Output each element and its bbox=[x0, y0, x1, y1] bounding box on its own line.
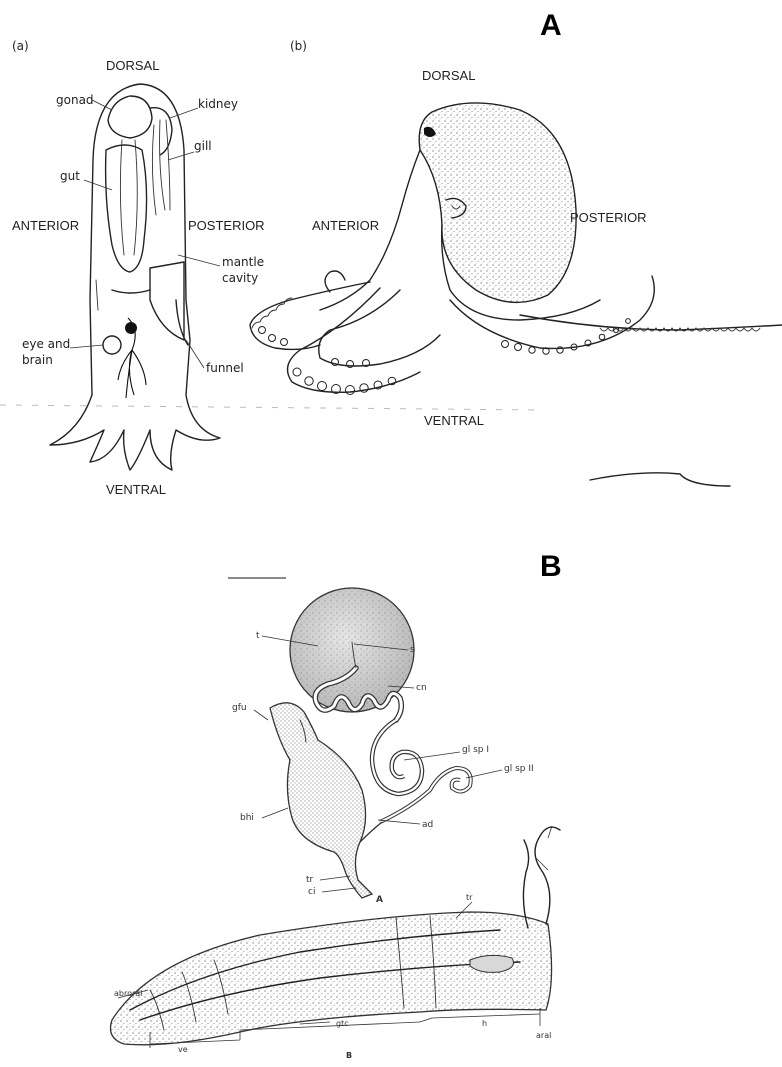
label-ci: ci bbox=[308, 887, 315, 897]
larva-diagram: abroral ve tr gtc h aral B bbox=[111, 826, 561, 1060]
gonad-shape bbox=[108, 96, 152, 138]
label-ad: ad bbox=[422, 820, 433, 830]
octopus-suckers bbox=[259, 319, 631, 395]
label-cn: cn bbox=[416, 683, 427, 693]
octopus-arm-3 bbox=[319, 290, 440, 366]
label-bhi: bhi bbox=[240, 813, 254, 823]
embryo-body bbox=[270, 703, 372, 898]
panel-b: B bbox=[111, 550, 562, 1060]
diagram-b-tag: (b) bbox=[290, 39, 307, 53]
label-anterior-left: ANTERIOR bbox=[12, 218, 79, 233]
panel-letter-a: A bbox=[540, 9, 562, 42]
label-s: s bbox=[410, 645, 415, 655]
label-eye-and: eye and bbox=[22, 337, 70, 351]
label-anterior-right: ANTERIOR bbox=[312, 218, 379, 233]
label-gtc: gtc bbox=[336, 1019, 349, 1028]
label-dorsal-right: DORSAL bbox=[422, 68, 475, 83]
octopus-mantle bbox=[419, 103, 576, 302]
diagram-a-tag: (a) bbox=[12, 39, 29, 53]
stray-stroke bbox=[590, 473, 730, 486]
label-brain: brain bbox=[22, 353, 53, 367]
larva-organ bbox=[470, 955, 514, 972]
label-gonad: gonad bbox=[56, 93, 94, 107]
octopus-sucker-row-left bbox=[252, 298, 292, 328]
label-gut: gut bbox=[60, 169, 80, 183]
gut-shape bbox=[106, 145, 147, 272]
brain-mass bbox=[125, 322, 137, 334]
label-kidney: kidney bbox=[198, 97, 238, 111]
eye-shape bbox=[103, 336, 121, 354]
label-posterior-right: POSTERIOR bbox=[570, 210, 647, 225]
label-tr: tr bbox=[306, 875, 314, 885]
octopus-arm-5 bbox=[520, 315, 782, 330]
sub-letter-a: A bbox=[376, 895, 383, 905]
panel-letter-b: B bbox=[540, 550, 562, 583]
label-ventral-left: VENTRAL bbox=[106, 482, 166, 497]
larva-flagellum bbox=[535, 827, 560, 924]
label-ventral-right: VENTRAL bbox=[424, 413, 484, 428]
label-gl-sp-1: gl sp I bbox=[462, 745, 489, 755]
label-gill: gill bbox=[194, 139, 212, 153]
label-cavity: cavity bbox=[222, 271, 258, 285]
label-h: h bbox=[482, 1019, 487, 1028]
sub-letter-b: B bbox=[346, 1051, 352, 1060]
body-plan-diagram: (a) DORSAL ANTERIOR POSTERIOR VENTRAL bbox=[12, 39, 265, 497]
panel-a: A (a) DORSAL ANTERIOR POSTERIOR VENTRAL bbox=[0, 9, 782, 497]
gill-shape bbox=[152, 120, 170, 215]
label-posterior-left: POSTERIOR bbox=[188, 218, 265, 233]
label-abroral: abroral bbox=[114, 989, 142, 998]
label-funnel: funnel bbox=[206, 361, 244, 375]
label-dorsal-left: DORSAL bbox=[106, 58, 159, 73]
embryo-diagram: t s cn gl sp I gl sp II gfu bhi ad tr ci… bbox=[228, 578, 534, 905]
label-gl-sp-2: gl sp II bbox=[504, 764, 534, 774]
label-bottom-tr: tr bbox=[466, 893, 473, 902]
label-aral: aral bbox=[536, 1031, 551, 1040]
label-gfu: gfu bbox=[232, 703, 247, 713]
mantle-cavity-shape bbox=[150, 262, 184, 340]
label-t: t bbox=[256, 631, 260, 641]
octopus-diagram: (b) DORSAL ANTERIOR POSTERIOR VENTRAL bbox=[0, 39, 782, 486]
label-mantle: mantle bbox=[222, 255, 264, 269]
label-ve: ve bbox=[178, 1045, 188, 1054]
